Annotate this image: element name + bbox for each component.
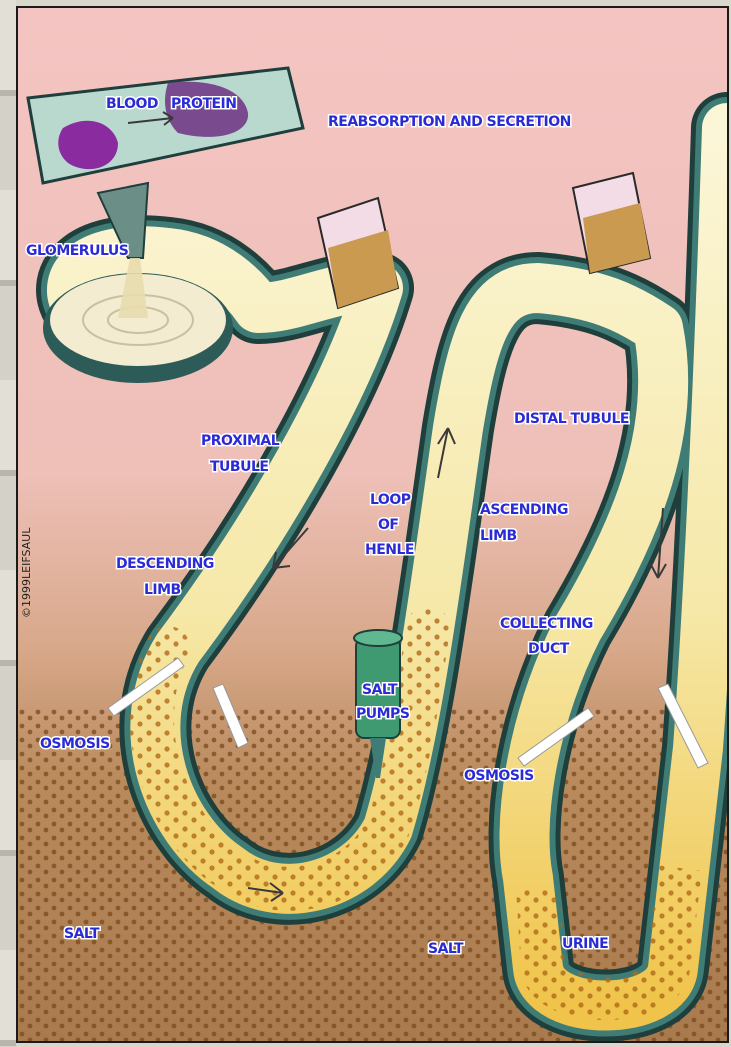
label-distal-tubule: DISTAL TUBULE — [514, 411, 629, 427]
kidney-nephron-illustration: BLOOD PROTEIN REABSORPTION AND SECRETION… — [16, 6, 729, 1043]
label-blood: BLOOD — [106, 96, 158, 112]
label-osmosis-right: OSMOSIS — [464, 768, 534, 784]
label-proximal-tubule-line2: TUBULE — [210, 459, 268, 475]
label-descending-limb-line2: LIMB — [144, 582, 181, 598]
label-salt-pumps-line1: SALT — [362, 682, 398, 698]
label-protein: PROTEIN — [171, 96, 236, 112]
label-salt-middle: SALT — [428, 941, 464, 957]
label-glomerulus: GLOMERULUS — [26, 243, 129, 259]
label-salt-left: SALT — [64, 926, 100, 942]
label-descending-limb-line1: DESCENDING — [116, 556, 214, 572]
label-osmosis-left: OSMOSIS — [40, 736, 110, 752]
label-collecting-duct-line2: DUCT — [528, 641, 570, 657]
left-margin-strip — [0, 0, 16, 1047]
label-collecting-duct-line1: COLLECTING — [500, 616, 593, 632]
label-ascending-limb-line2: LIMB — [480, 528, 517, 544]
label-loop-of-henle-line2: OF — [378, 517, 398, 533]
label-proximal-tubule-line1: PROXIMAL — [201, 433, 280, 449]
label-loop-of-henle-line3: HENLE — [365, 542, 414, 558]
label-loop-of-henle-line1: LOOP — [370, 492, 411, 508]
copyright-notice: ©1999LEIFSAUL — [20, 527, 33, 618]
label-urine: URINE — [562, 936, 608, 952]
nephron-diagram: BLOOD PROTEIN REABSORPTION AND SECRETION… — [18, 8, 727, 1041]
label-ascending-limb-line1: ASCENDING — [480, 502, 568, 518]
label-salt-pumps-line2: PUMPS — [356, 706, 410, 722]
label-reabsorption-and-secretion: REABSORPTION AND SECRETION — [328, 114, 571, 130]
